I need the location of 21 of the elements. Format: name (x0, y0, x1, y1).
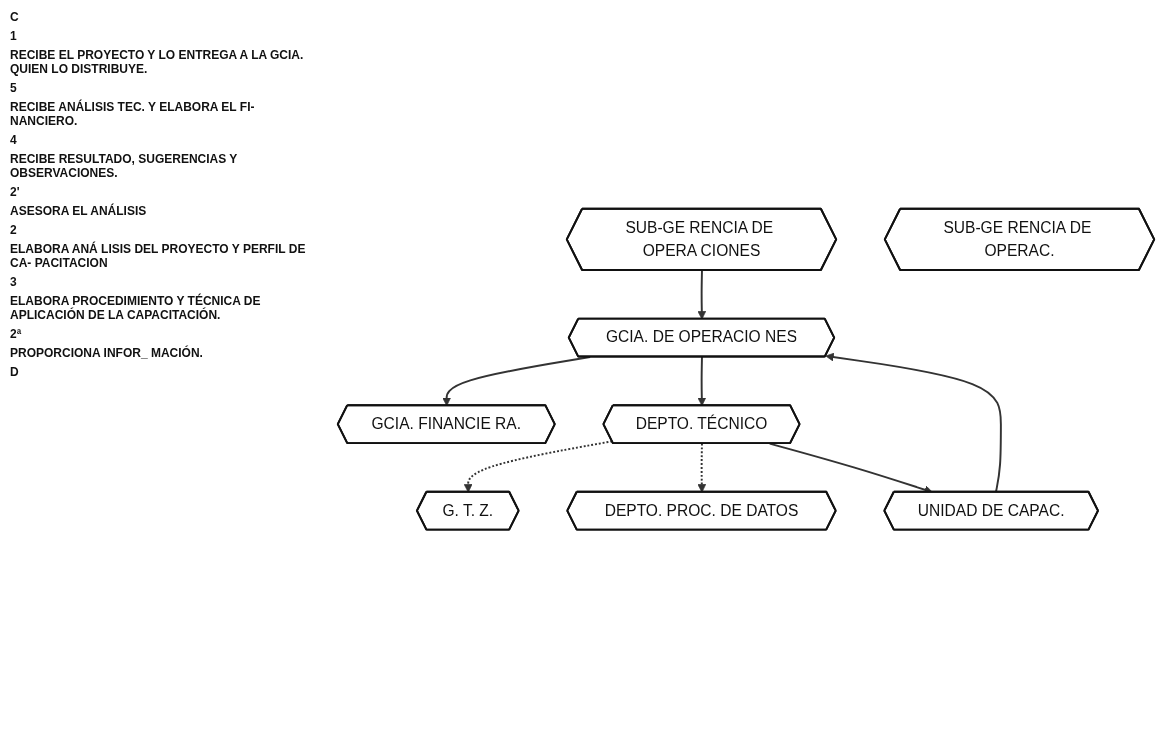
arrow (825, 352, 1002, 493)
note-label: ELABORA ANÁ LISIS DEL PROYECTO Y PERFIL DE CA- PACITACION (10, 242, 307, 270)
note-label: RECIBE RESULTADO, SUGERENCIAS Y OBSERVACIONES. (10, 152, 239, 180)
note-label: D (10, 365, 20, 379)
arrow (697, 269, 707, 320)
note-label: RECIBE ANÁLISIS TEC. Y ELABORA EL FI- NANCIERO. (10, 100, 256, 128)
arrow (697, 442, 707, 493)
note-label: 3 (10, 275, 18, 289)
note-label: 2 (10, 223, 18, 237)
note-label: 4 (10, 133, 18, 147)
note-label: ASESORA EL ANÁLISIS (10, 204, 148, 218)
note-label: ELABORA PROCEDIMIENTO Y TÉCNICA DE APLICACIÓN DE LA CAPACITACIÓN. (10, 294, 262, 322)
note-label: RECIBE EL PROYECTO Y LO ENTREGA A LA GCIA. QUIEN LO DISTRIBUYE. (10, 48, 305, 76)
arrow (463, 440, 614, 493)
note-label: 2' (10, 185, 21, 199)
arrow (697, 355, 707, 406)
note-label: PROPORCIONA INFOR_ MACIÓN. (10, 346, 204, 360)
note-label: 1 (10, 29, 18, 43)
note-label: 2ª (10, 327, 23, 341)
note-label: C (10, 10, 20, 24)
note-label: 5 (10, 81, 18, 95)
